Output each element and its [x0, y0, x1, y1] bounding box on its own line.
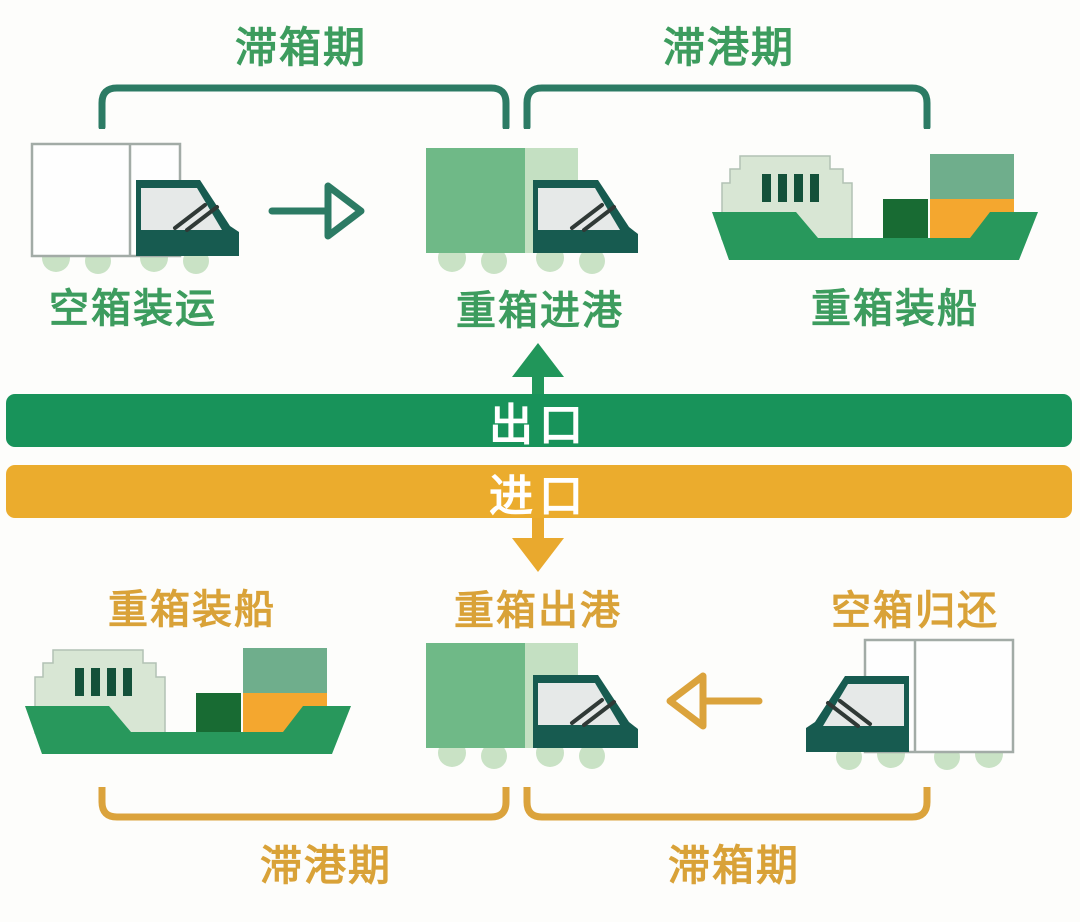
export-bracket-container-period-icon	[98, 84, 510, 129]
export-bar: 出口	[6, 394, 1072, 450]
empty-container-truck-icon	[30, 142, 239, 274]
export-step-label-loaded-enter-port: 重箱进港	[456, 288, 624, 333]
import-step-label-empty-return: 空箱归还	[831, 588, 999, 633]
import-bar-label: 进口	[489, 471, 589, 521]
arrow-left-icon	[666, 672, 763, 730]
import-period-label-port-detention: 滞港期	[259, 844, 392, 890]
import-step-label-loaded-on-ship: 重箱装船	[108, 587, 276, 632]
export-step-label-loaded-on-ship: 重箱装船	[811, 286, 979, 331]
import-bracket-container-period-icon	[523, 787, 931, 821]
arrow-down-icon	[512, 518, 564, 572]
export-bracket-port-period-icon	[523, 84, 931, 129]
loaded-container-truck-icon	[426, 148, 638, 274]
import-period-label-container-detention: 滞箱期	[667, 844, 800, 890]
export-period-label-container-detention: 滞箱期	[234, 26, 367, 72]
import-bracket-port-period-icon	[98, 787, 510, 821]
export-period-label-port-detention: 滞港期	[662, 26, 795, 72]
export-step-label-empty-loading: 空箱装运	[49, 286, 217, 331]
empty-container-truck-icon	[806, 638, 1015, 770]
export-bar-label: 出口	[489, 400, 589, 450]
container-ship-icon	[25, 648, 351, 754]
import-step-label-loaded-leave-port: 重箱出港	[454, 588, 622, 633]
loaded-container-truck-icon	[426, 643, 638, 769]
arrow-up-icon	[512, 343, 564, 395]
import-bar: 进口	[6, 465, 1072, 521]
arrow-right-icon	[268, 182, 365, 240]
container-ship-icon	[712, 154, 1038, 260]
